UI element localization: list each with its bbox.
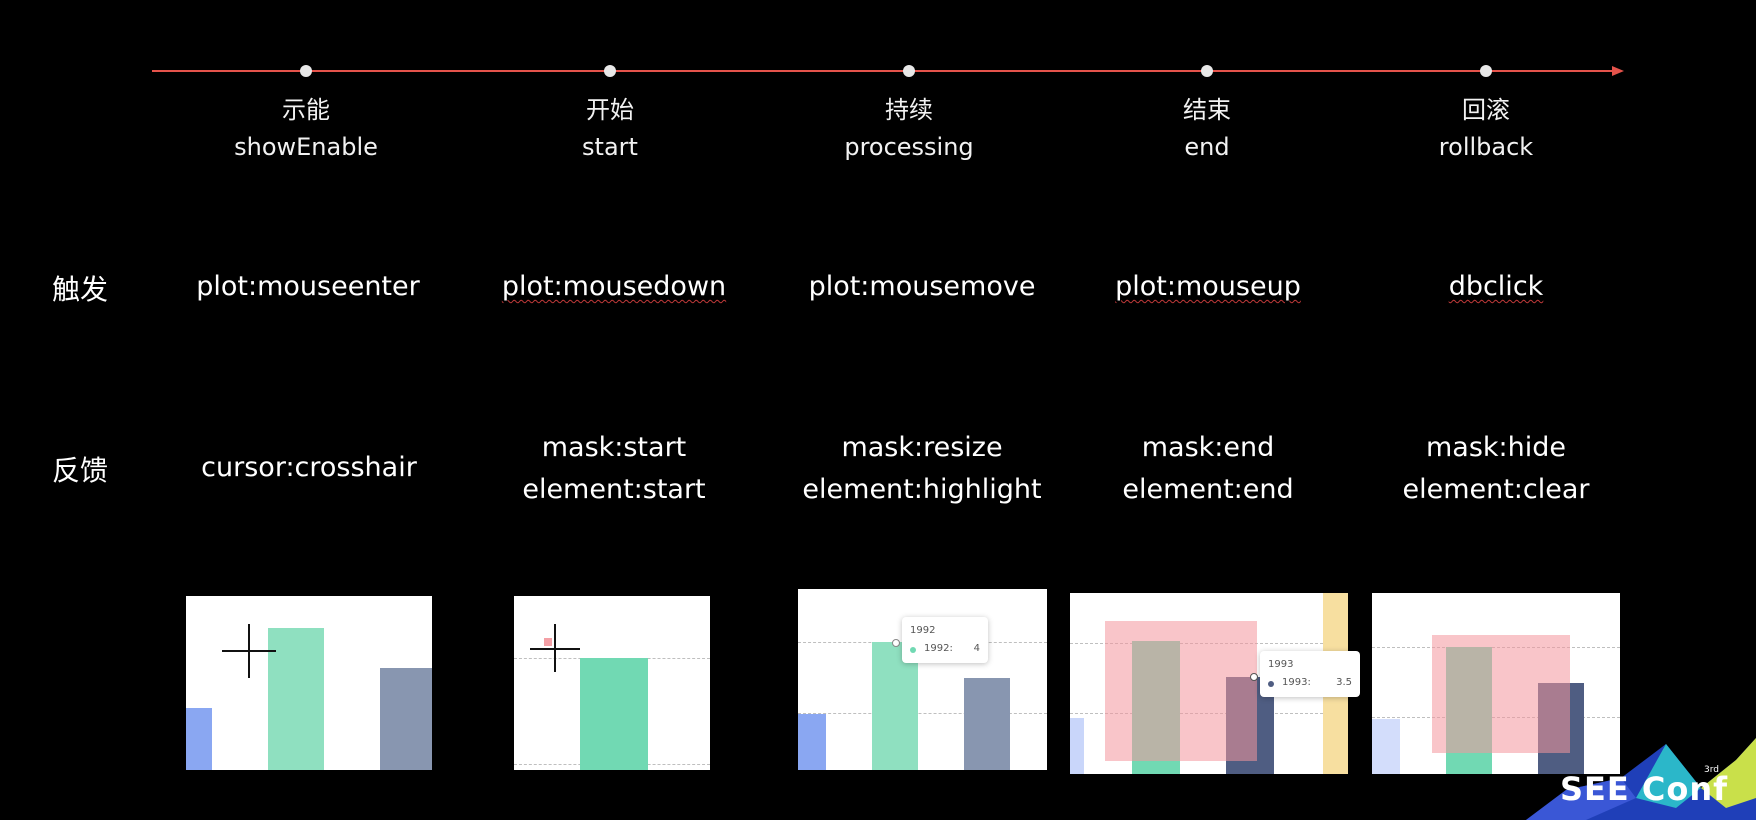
grid-line: [798, 713, 1047, 714]
tooltip: 1992 1992: 4: [902, 617, 988, 663]
mask-start-marker: [544, 638, 552, 646]
feedback-line2: element:end: [1122, 474, 1294, 505]
timeline-arrow-icon: [1612, 66, 1624, 76]
stage-en-label: rollback: [1438, 133, 1534, 161]
conference-logo-superscript: 3rd: [1704, 765, 1719, 775]
feedback-line1: mask:resize: [841, 432, 1003, 463]
timeline-node-processing: [903, 65, 915, 77]
thumbnail-rollback: [1372, 593, 1620, 774]
stage-end: 结束 end: [1097, 92, 1317, 166]
timeline-node-rollback: [1480, 65, 1492, 77]
brush-mask-fading: [1432, 635, 1570, 753]
feedback-line1: mask:start: [541, 432, 687, 463]
tooltip-series-value: 3.5: [1336, 677, 1352, 688]
bar-green-highlight: [872, 642, 918, 770]
bar-slate: [964, 678, 1010, 770]
feedback-line2: element:highlight: [802, 474, 1042, 505]
row-label-trigger: 触发: [52, 273, 109, 306]
conference-logo-text: SEE Conf: [1560, 770, 1729, 808]
trigger-text: plot:mousedown: [501, 271, 727, 302]
feedback-end: mask:end element:end: [1058, 427, 1358, 511]
stage-zh-label: 持续: [885, 96, 933, 124]
stage-show-enable: 示能 showEnable: [196, 92, 416, 166]
timeline-node-start: [604, 65, 616, 77]
bar-green: [580, 658, 648, 770]
conference-logo-icon: [1526, 738, 1756, 820]
timeline-node-end: [1201, 65, 1213, 77]
brush-mask: [1105, 621, 1257, 761]
trigger-processing: plot:mousemove: [772, 266, 1072, 308]
stage-en-label: end: [1184, 133, 1230, 161]
stage-zh-label: 开始: [586, 96, 634, 124]
thumbnail-show-enable: [186, 596, 432, 770]
trigger-text: plot:mousemove: [808, 271, 1036, 302]
stage-en-label: processing: [844, 133, 974, 161]
bar-blue: [798, 714, 826, 770]
hover-point: [892, 639, 900, 647]
feedback-line1: mask:end: [1141, 432, 1275, 463]
tooltip-series-name: 1993:: [1282, 677, 1311, 688]
feedback-line1: mask:hide: [1425, 432, 1566, 463]
feedback-processing: mask:resize element:highlight: [772, 427, 1072, 511]
tooltip-title: 1993: [1268, 659, 1294, 670]
tooltip-title: 1992: [910, 625, 936, 636]
stage-zh-label: 回滚: [1462, 96, 1510, 124]
bar-blue: [1070, 718, 1084, 774]
feedback-start: mask:start element:start: [464, 427, 764, 511]
thumbnail-processing: 1992 1992: 4: [798, 589, 1047, 770]
trigger-start: plot:mousedown: [464, 266, 764, 308]
bar-slate: [380, 668, 432, 770]
timeline: [152, 65, 1624, 77]
stage-zh-label: 示能: [282, 96, 330, 124]
trigger-show-enable: plot:mouseenter: [158, 266, 458, 308]
tooltip-series-dot: [1268, 681, 1274, 687]
bar-blue: [1372, 719, 1400, 774]
trigger-rollback: dbclick: [1346, 266, 1646, 308]
stage-en-label: start: [582, 133, 638, 161]
trigger-end: plot:mouseup: [1058, 266, 1358, 308]
trigger-text: plot:mouseenter: [196, 271, 420, 302]
feedback-rollback: mask:hide element:clear: [1346, 427, 1646, 511]
feedback-show-enable: cursor:crosshair: [159, 447, 459, 489]
timeline-node-show-enable: [300, 65, 312, 77]
tooltip-series-value: 4: [973, 643, 980, 654]
tooltip: 1993 1993: 3.5: [1260, 651, 1360, 697]
tooltip-series-dot: [910, 647, 916, 653]
feedback-line2: element:start: [522, 474, 706, 505]
thumbnail-end: 1993 1993: 3.5: [1070, 593, 1360, 774]
stage-zh-label: 结束: [1183, 96, 1231, 124]
bar-blue: [186, 708, 212, 770]
feedback-line2: element:clear: [1402, 474, 1590, 505]
stage-en-label: showEnable: [234, 133, 378, 161]
stage-processing: 持续 processing: [799, 92, 1019, 166]
hover-point: [1250, 673, 1258, 681]
stage-rollback: 回滚 rollback: [1376, 92, 1596, 166]
bar-green: [268, 628, 324, 770]
row-label-feedback: 反馈: [52, 454, 109, 487]
feedback-line1: cursor:crosshair: [201, 452, 417, 483]
stage-start: 开始 start: [500, 92, 720, 166]
trigger-text: dbclick: [1448, 271, 1544, 302]
trigger-text: plot:mouseup: [1115, 271, 1301, 302]
tooltip-series-name: 1992:: [924, 643, 953, 654]
thumbnail-start: [514, 596, 710, 770]
